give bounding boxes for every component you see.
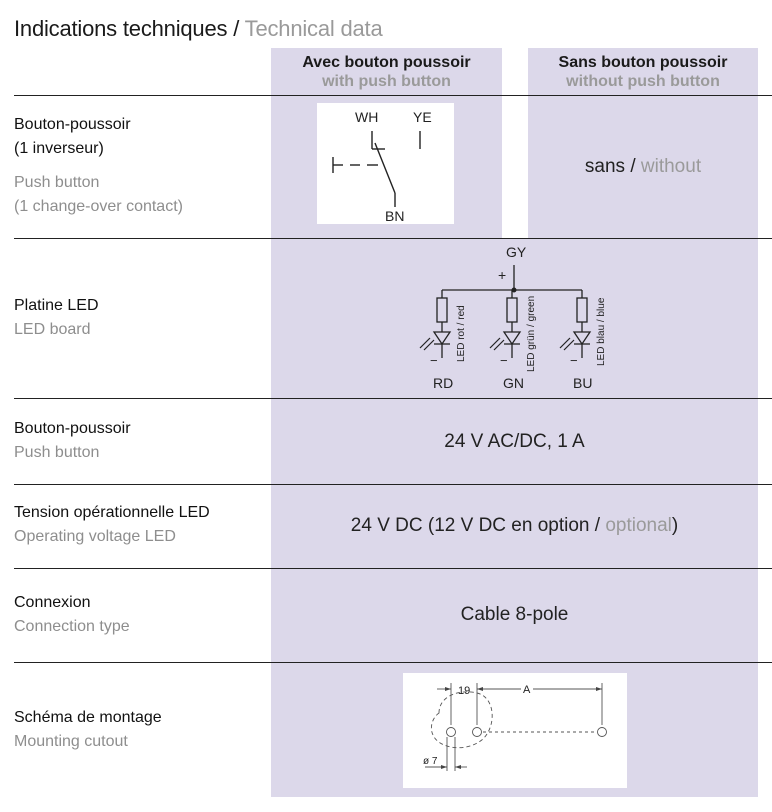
row-label-en: Mounting cutout (14, 733, 128, 750)
led-label-blue: LED blau / blue (596, 297, 607, 366)
wire-label-gy: GY (506, 244, 527, 260)
row-label-en: Connection type (14, 618, 130, 635)
title-fr: Indications techniques (14, 16, 228, 41)
without-value-en: without (640, 156, 702, 177)
column-header-without-button-fr: Sans bouton poussoir (558, 54, 728, 71)
switch-contact-diagram: WH YE BN (332, 109, 432, 224)
row-label-push-button-contact: Bouton-poussoir (1 inverseur) Push butto… (14, 113, 183, 219)
plus-sign: + (498, 267, 506, 283)
column-header-without-button-en: without push button (566, 73, 720, 90)
without-push-button-value: sans / without (528, 156, 758, 178)
column-header-with-button-fr: Avec bouton poussoir (302, 54, 471, 71)
light-emission-arrows (419, 337, 575, 351)
column-header-with-button-en: with push button (322, 73, 451, 90)
row-label-en: Operating voltage LED (14, 528, 176, 545)
voltage-main: 24 V DC (12 V DC en option / (350, 515, 606, 536)
column-header-with-button: Avec bouton poussoir with push button (271, 53, 502, 91)
row-label-en-1: Push button (14, 174, 100, 191)
minus-sign: − (570, 353, 578, 368)
row-label-en: LED board (14, 321, 91, 338)
row-divider (14, 398, 772, 399)
row-divider (14, 484, 772, 485)
row-label-en: Push button (14, 444, 100, 461)
led-label-red: LED rot / red (456, 305, 467, 362)
row-label-mounting: Schéma de montage Mounting cutout (14, 706, 162, 754)
mounting-cutout-diagram: 19 A ø 7 (423, 683, 607, 771)
row-label-fr: Tension opérationnelle LED (14, 504, 210, 521)
switch-symbol (332, 131, 421, 207)
title-separator: / (227, 16, 245, 41)
mounting-diagram-panel: 19 A ø 7 (403, 673, 627, 788)
led-board-diagram: GY + − − − LED rot / red LED grün / gree… (419, 244, 607, 391)
operating-voltage-value: 24 V DC (12 V DC en option / optional) (271, 515, 758, 537)
row-divider (14, 662, 772, 663)
wire-label-wh: WH (355, 109, 378, 125)
row-divider (14, 95, 772, 96)
row-label-fr: Platine LED (14, 297, 99, 314)
dimension-arrows (441, 687, 602, 769)
wire-label-bu: BU (573, 375, 592, 391)
row-label-fr: Bouton-poussoir (14, 420, 131, 437)
dimension-19: 19 (458, 685, 470, 697)
mounting-drawing (425, 683, 607, 771)
title-en: Technical data (244, 16, 383, 41)
minus-sign: − (430, 353, 438, 368)
row-label-fr: Connexion (14, 594, 91, 611)
row-divider (14, 238, 772, 239)
row-label-fr: Schéma de montage (14, 709, 162, 726)
without-value-fr: sans (584, 156, 626, 177)
column-header-without-button: Sans bouton poussoir without push button (528, 53, 758, 91)
voltage-optional: optional (605, 515, 672, 536)
page-title: Indications techniques / Technical data (14, 16, 383, 42)
switch-diagram-panel: WH YE BN (317, 103, 454, 224)
minus-sign: − (500, 353, 508, 368)
row-label-push-button: Bouton-poussoir Push button (14, 417, 131, 465)
row-label-led-board: Platine LED LED board (14, 294, 99, 342)
column-without-button-top-bg (528, 48, 758, 239)
wire-label-rd: RD (433, 375, 453, 391)
led-label-green: LED grün / green (526, 296, 537, 372)
wire-label-bn: BN (385, 208, 404, 224)
dimension-diameter: ø 7 (423, 756, 438, 767)
dimension-a: A (523, 684, 531, 696)
row-label-en-2: (1 change-over contact) (14, 198, 183, 215)
row-label-connection: Connexion Connection type (14, 591, 130, 639)
row-label-operating-voltage: Tension opérationnelle LED Operating vol… (14, 501, 210, 549)
junction-dot (511, 287, 517, 293)
voltage-close: ) (671, 515, 679, 536)
row-label-fr-1: Bouton-poussoir (14, 116, 131, 133)
row-divider (14, 568, 772, 569)
wire-label-gn: GN (503, 375, 524, 391)
row-label-fr-2: (1 inverseur) (14, 140, 104, 157)
connection-value: Cable 8-pole (460, 604, 569, 625)
push-button-rating-value: 24 V AC/DC, 1 A (444, 431, 585, 452)
led-circuit (432, 265, 592, 358)
wire-label-ye: YE (413, 109, 432, 125)
without-value-sep: / (625, 156, 641, 177)
